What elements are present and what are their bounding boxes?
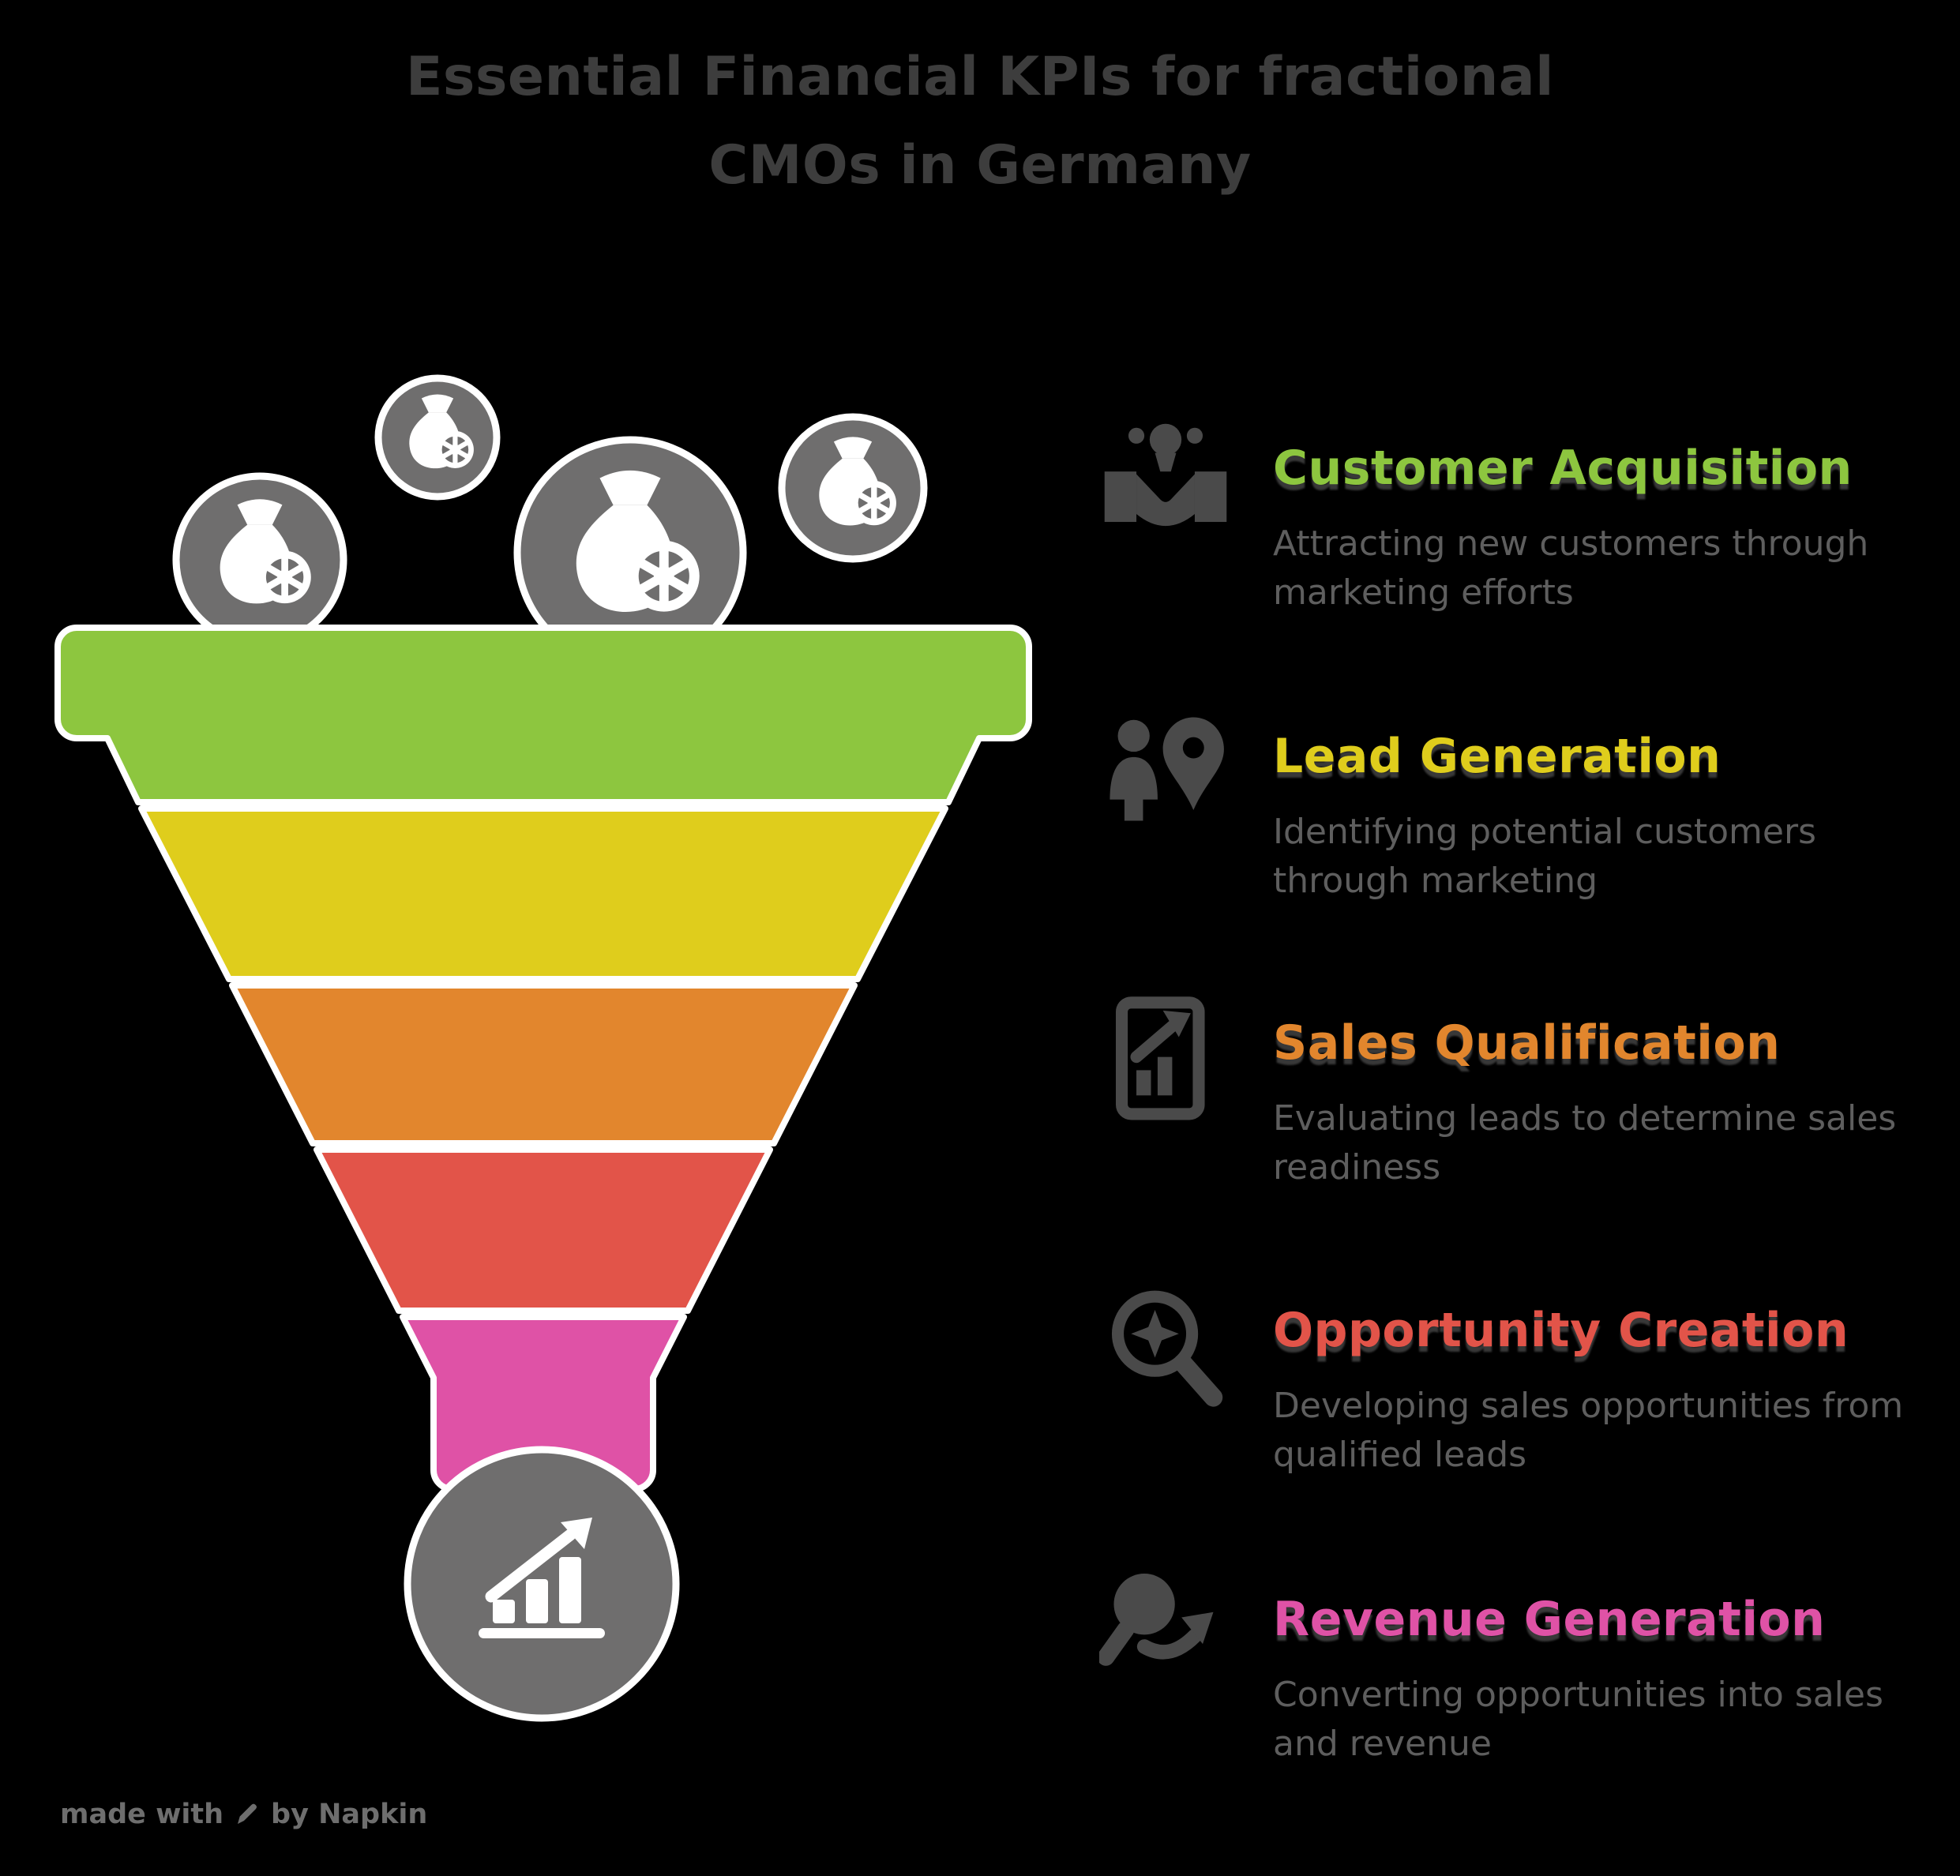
section-description: Identifying potential customers through …	[1273, 812, 1816, 902]
coin-growth-arrow-icon	[1097, 1568, 1232, 1704]
section-description: Developing sales opportunities from qual…	[1273, 1386, 1904, 1476]
page-title-line2: CMOs in Germany	[708, 134, 1252, 197]
person-handshake-icon	[1099, 417, 1232, 553]
section-description: Evaluating leads to determine sales read…	[1273, 1098, 1897, 1188]
growth-chart-icon	[479, 1518, 605, 1638]
watermark-suffix: by Napkin	[271, 1799, 428, 1830]
section-title: Sales Qualification	[1273, 1015, 1781, 1071]
watermark-prefix: made with	[60, 1799, 224, 1830]
section-lead-generation: Lead Generation Identifying potential cu…	[1099, 705, 1944, 906]
person-location-pin-icon	[1099, 705, 1232, 841]
section-title: Lead Generation	[1273, 729, 1722, 784]
money-bag-bubble	[374, 374, 501, 501]
money-bag-bubble	[172, 472, 347, 647]
funnel-segment-lead-generation	[138, 805, 948, 982]
section-description: Attracting new customers through marketi…	[1273, 523, 1869, 613]
funnel-output-bubble	[404, 1446, 680, 1722]
section-title: Opportunity Creation	[1273, 1303, 1849, 1358]
magnifier-target-icon	[1099, 1279, 1232, 1415]
section-description: Converting opportunities into sales and …	[1273, 1675, 1883, 1765]
section-customer-acquisition: Customer Acquisition Attracting new cust…	[1099, 417, 1944, 618]
section-revenue-generation: Revenue Generation Converting opportunit…	[1097, 1568, 1944, 1769]
pen-icon	[238, 1803, 257, 1824]
section-title: Customer Acquisition	[1273, 441, 1853, 496]
funnel-segment-customer-acquisition	[54, 625, 1032, 805]
page-title-line1: Essential Financial KPIs for fractional	[405, 46, 1554, 108]
document-growth-chart-icon	[1099, 992, 1232, 1127]
page-title: Essential Financial KPIs for fractional …	[0, 33, 1960, 210]
watermark: made with by Napkin	[60, 1799, 427, 1830]
section-sales-qualification: Sales Qualification Evaluating leads to …	[1099, 992, 1944, 1193]
funnel-segment-opportunity-creation	[314, 1146, 773, 1314]
section-opportunity-creation: Opportunity Creation Developing sales op…	[1099, 1279, 1944, 1480]
funnel-segment-sales-qualification	[229, 982, 858, 1146]
money-bag-bubble	[778, 413, 928, 563]
section-title: Revenue Generation	[1273, 1592, 1826, 1647]
